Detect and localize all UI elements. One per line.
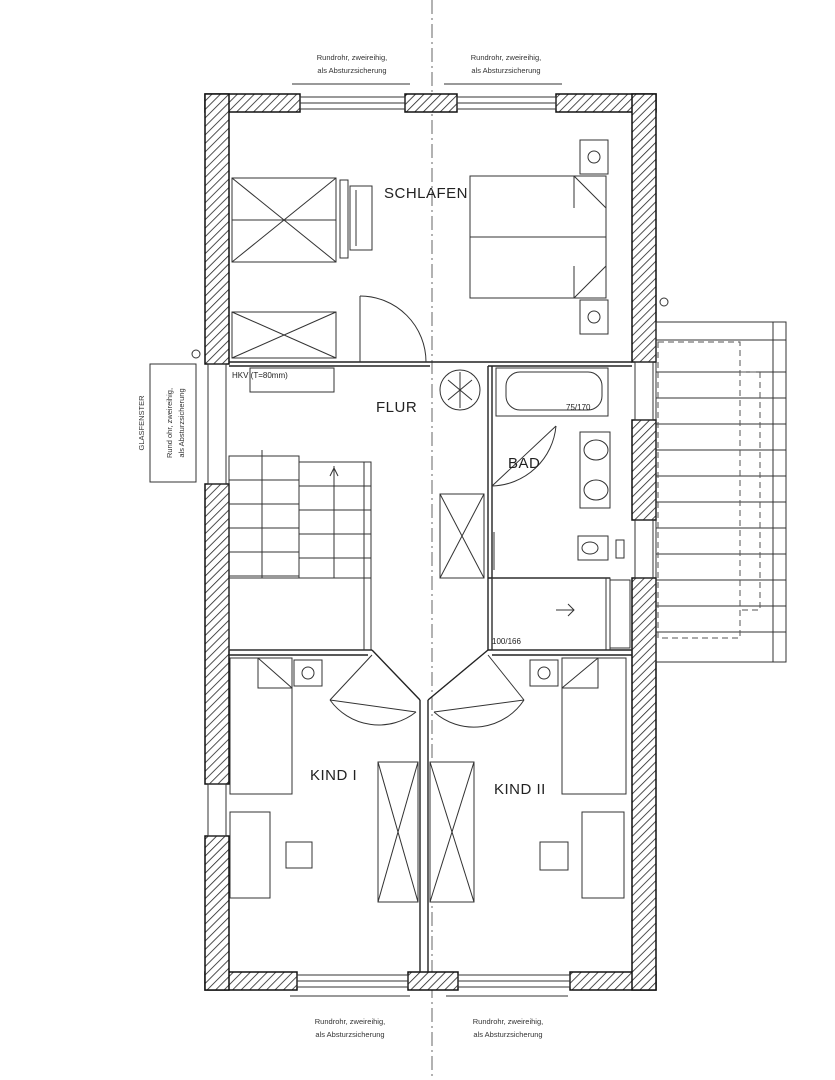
axis-markers <box>191 297 669 359</box>
note-bottom-left-1: Rundrohr, zweireihig, <box>315 1017 385 1026</box>
note-left-vertical: GLASFENSTER <box>137 395 146 451</box>
balcony-structure <box>655 321 787 663</box>
hwr-label: HKV (T=80mm) <box>232 371 288 380</box>
left-note-box <box>149 363 197 483</box>
kind1-furniture <box>229 657 419 903</box>
note-left-2: als Absturzsicherung <box>177 388 186 457</box>
bathtub-size-label: 75/170 <box>566 403 591 412</box>
bathroom-fixtures <box>491 367 631 651</box>
room-label-kind1: KIND I <box>310 767 357 784</box>
note-leaders <box>290 83 568 997</box>
room-label-schlafen: SCHLAFEN <box>384 185 468 202</box>
note-bottom-right-1: Rundrohr, zweireihig, <box>473 1017 543 1026</box>
stairs <box>228 367 372 651</box>
room-label-bad: BAD <box>508 455 540 472</box>
kind2-furniture <box>429 657 627 903</box>
note-top-left-2: als Absturzsicherung <box>317 66 386 75</box>
note-bottom-right-2: als Absturzsicherung <box>473 1030 542 1039</box>
note-top-right-1: Rundrohr, zweireihig, <box>471 53 541 62</box>
room-label-flur: FLUR <box>376 399 417 416</box>
note-top-left-1: Rundrohr, zweireihig, <box>317 53 387 62</box>
windows <box>207 96 654 988</box>
doors <box>329 295 557 728</box>
note-top-right-2: als Absturzsicherung <box>471 66 540 75</box>
shower-size-label: 100/166 <box>492 637 521 646</box>
note-bottom-left-2: als Absturzsicherung <box>315 1030 384 1039</box>
note-left-1: Rund ohr, zweireihig, <box>165 388 174 458</box>
bedroom-furniture <box>231 139 609 359</box>
room-label-kind2: KIND II <box>494 781 546 798</box>
outer-walls <box>204 93 657 991</box>
flur-closet <box>439 493 495 579</box>
vent-icon <box>439 369 481 411</box>
